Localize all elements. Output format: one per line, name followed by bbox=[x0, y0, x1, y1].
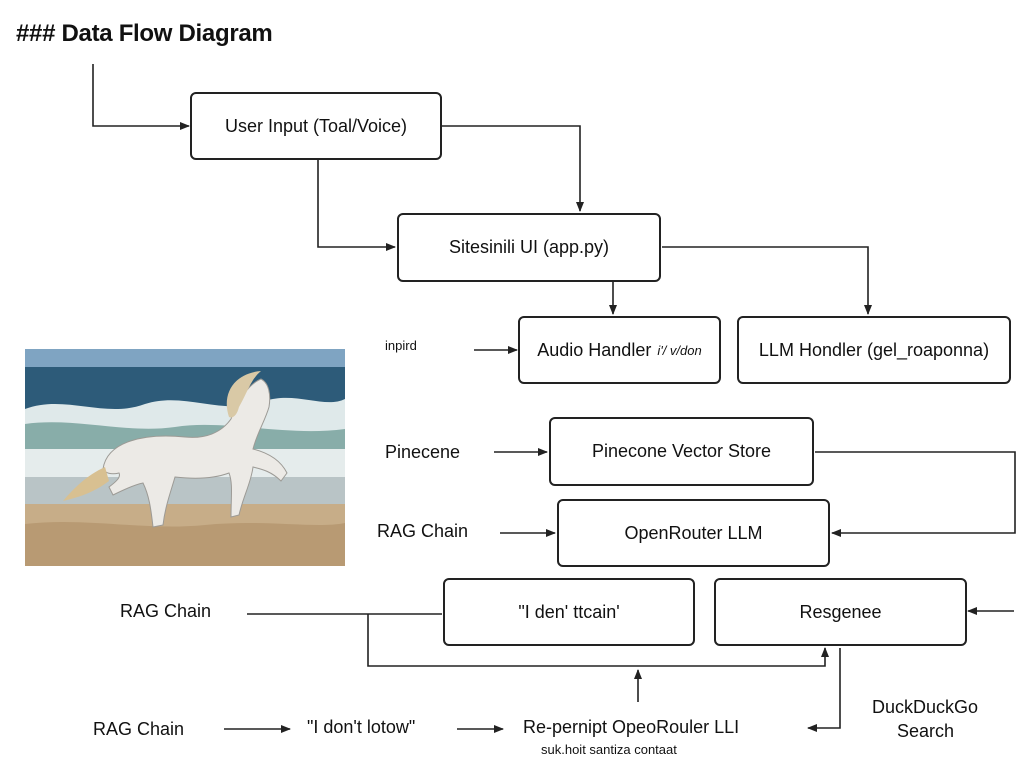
streamlit-ui-box: Sitesinili UI (app.py) bbox=[397, 213, 661, 282]
audio-handler-box: Audio Handler i'/ v/don bbox=[518, 316, 721, 384]
input-label: inpird bbox=[385, 338, 417, 353]
user-input-label: User Input (Toal/Voice) bbox=[224, 115, 408, 136]
vector-store-box: Pinecone Vector Store bbox=[549, 417, 814, 486]
response-box: Resgenee bbox=[714, 578, 967, 646]
connector bbox=[442, 125, 584, 212]
i-dont-know-label: "I don't lotow" bbox=[307, 717, 416, 737]
connector bbox=[367, 614, 829, 667]
llm-handler-label: LLM Hondler (gel_roaponna) bbox=[758, 339, 990, 360]
user-input-box: User Input (Toal/Voice) bbox=[190, 92, 442, 160]
openrouter-llm-label: OpenRouter LLM bbox=[624, 522, 763, 543]
connector bbox=[815, 451, 1016, 537]
audio-handler-sublabel: i'/ v/don bbox=[657, 342, 702, 358]
connector bbox=[662, 246, 872, 315]
rag-chain-label: RAG Chain bbox=[377, 521, 469, 541]
reprompt-label: Re-pernipt OpeoRouler LLI bbox=[523, 717, 740, 737]
rag-chain-label: RAG Chain bbox=[93, 719, 185, 739]
connector bbox=[807, 648, 841, 732]
duckduckgo-label: DuckDuckGo bbox=[872, 697, 979, 717]
vector-store-label: Pinecone Vector Store bbox=[591, 441, 772, 461]
connector bbox=[317, 160, 396, 251]
search-label: Search bbox=[897, 721, 955, 741]
llm-handler-box: LLM Hondler (gel_roaponna) bbox=[737, 316, 1011, 384]
horse-beach-illustration bbox=[25, 349, 345, 566]
openrouter-llm-box: OpenRouter LLM bbox=[557, 499, 830, 567]
reprompt-sublabel: suk.hoit santiza contaat bbox=[541, 742, 677, 757]
response-label: Resgenee bbox=[799, 601, 882, 622]
i-dont-know-box-label: "I den' ttcain' bbox=[518, 601, 620, 622]
audio-handler-label: Audio Handler bbox=[537, 339, 652, 360]
i-dont-know-box: "I den' ttcain' bbox=[443, 578, 695, 646]
horse-beach-photo bbox=[25, 349, 345, 566]
pinecone-label: Pinecene bbox=[385, 442, 461, 462]
rag-chain-label: RAG Chain bbox=[120, 601, 212, 621]
connector bbox=[92, 64, 190, 130]
diagram-title: ### Data Flow Diagram bbox=[16, 20, 273, 47]
streamlit-ui-label: Sitesinili UI (app.py) bbox=[448, 237, 610, 257]
